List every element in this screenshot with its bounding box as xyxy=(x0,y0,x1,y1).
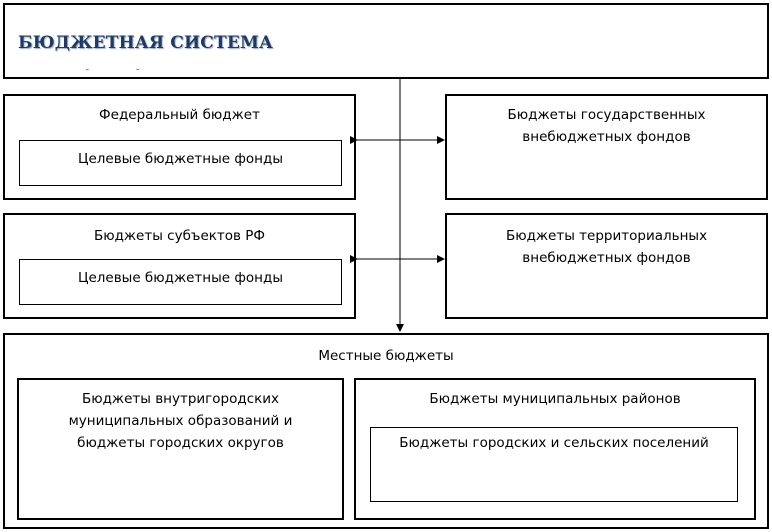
diagram-title: БЮДЖЕТНАЯ СИСТЕМА xyxy=(18,33,274,53)
subjects-budget-box: Бюджеты субъектов РФ Целевые бюджетные ф… xyxy=(3,213,356,319)
territorial-funds-line-1: Бюджеты территориальных xyxy=(505,228,708,244)
intracity-line-3: бюджеты городских округов xyxy=(77,435,284,451)
settlements-budgets-label: Бюджеты городских и сельских поселений xyxy=(399,435,709,451)
territorial-extrabudgetary-funds-box: Бюджеты территориальных внебюджетных фон… xyxy=(445,213,768,319)
state-funds-line-2: внебюджетных фондов xyxy=(522,129,691,145)
federal-budget-box: Федеральный бюджет Целевые бюджетные фон… xyxy=(3,94,356,200)
subjects-target-funds-label: Целевые бюджетные фонды xyxy=(78,270,283,286)
settlements-budgets-box: Бюджеты городских и сельских поселений xyxy=(370,427,738,502)
federal-budget-label: Федеральный бюджет xyxy=(99,107,260,123)
subjects-budget-label: Бюджеты субъектов РФ xyxy=(93,228,266,244)
federal-target-funds-box: Целевые бюджетные фонды xyxy=(19,140,342,186)
subjects-target-funds-box: Целевые бюджетные фонды xyxy=(19,259,342,305)
state-funds-line-1: Бюджеты государственных xyxy=(507,107,706,123)
municipal-districts-label: Бюджеты муниципальных районов xyxy=(429,391,681,407)
title-artifact: ˘˘ xyxy=(85,69,186,79)
intracity-line-1: Бюджеты внутригородских xyxy=(81,391,280,407)
intracity-line-2: муниципальных образований и xyxy=(68,413,293,429)
budget-system-header-box: БЮДЖЕТНАЯ СИСТЕМА ˘˘ xyxy=(3,3,769,79)
municipal-districts-box: Бюджеты муниципальных районов Бюджеты го… xyxy=(354,378,756,520)
intracity-budgets-box: Бюджеты внутригородских муниципальных об… xyxy=(17,378,344,520)
local-budgets-label: Местные бюджеты xyxy=(318,348,454,364)
state-extrabudgetary-funds-box: Бюджеты государственных внебюджетных фон… xyxy=(445,94,768,200)
territorial-funds-line-2: внебюджетных фондов xyxy=(522,250,691,266)
federal-target-funds-label: Целевые бюджетные фонды xyxy=(78,151,283,167)
local-budgets-box: Местные бюджеты Бюджеты внутригородских … xyxy=(3,333,769,529)
